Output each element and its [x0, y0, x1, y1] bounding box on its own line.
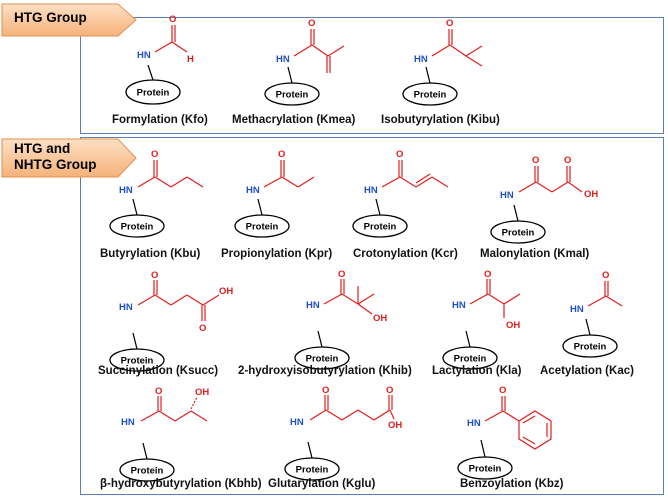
2-hydroxyisobutyrylation-structure: Protein HN O OH	[292, 269, 422, 377]
beta-hydroxybutyrylation-label: β-hydroxybutyrylation (Kbhb)	[100, 478, 262, 490]
amine-label: HN	[246, 185, 260, 196]
oxygen-label: O	[155, 386, 162, 397]
amine-label: HN	[276, 54, 290, 65]
htg-group-tag	[1, 3, 137, 37]
oxygen-label: O	[602, 270, 609, 281]
amine-label: HN	[364, 185, 378, 196]
amine-label: HN	[290, 417, 304, 428]
glutarylation-label: Glutarylation (Kglu)	[268, 478, 376, 490]
hydrogen-label: H	[187, 54, 194, 65]
oxygen-label: O	[396, 149, 403, 160]
succinylation-label: Succinylation (Ksucc)	[98, 365, 219, 377]
amine-label: HN	[414, 54, 428, 65]
oxygen-label: O	[532, 155, 539, 166]
amine-label: HN	[119, 185, 133, 196]
methacrylation-structure: Protein HN O	[262, 18, 372, 113]
glutarylation-structure: Protein HN O O OH	[282, 385, 432, 490]
htg-nhtg-group-title-line1: HTG and	[14, 141, 71, 156]
formylation-structure: Protein HN O H	[123, 8, 223, 113]
amine-label: HN	[119, 302, 133, 313]
butyrylation-label: Butyrylation (Kbu)	[100, 248, 201, 260]
oxygen-label: O	[386, 385, 393, 396]
hydroxyl-label: OH	[388, 420, 402, 431]
oxygen-label: O	[322, 385, 329, 396]
hydroxyl-label: OH	[219, 286, 233, 297]
isobutyrylation-structure: Protein HN O	[400, 18, 510, 113]
lactylation-label: Lactylation (Kla)	[432, 365, 522, 377]
protein-label: Protein	[469, 464, 502, 475]
oxygen-label: O	[499, 385, 506, 396]
htg-nhtg-group-panel	[80, 137, 664, 495]
methacrylation-label: Methacrylation (Kmea)	[232, 114, 356, 126]
benzoylation-structure: Protein HN O	[455, 385, 595, 483]
amine-label: HN	[467, 418, 481, 429]
crotonylation-label: Crotonylation (Kcr)	[353, 248, 458, 260]
oxygen-label: O	[446, 18, 453, 29]
oxygen-label: O	[199, 323, 206, 334]
formylation-label: Formylation (Kfo)	[112, 114, 208, 126]
amine-label: HN	[500, 190, 514, 201]
amine-label: HN	[570, 304, 584, 315]
protein-label: Protein	[121, 356, 154, 367]
2-hydroxyisobutyrylation-label: 2-hydroxyisobutyrylation (Khib)	[238, 365, 412, 377]
htg-nhtg-group-tag	[1, 138, 137, 178]
protein-label: Protein	[454, 354, 487, 365]
isobutyrylation-label: Isobutyrylation (Kibu)	[381, 114, 500, 126]
crotonylation-structure: Protein HN O	[350, 147, 460, 247]
benzoylation-label: Benzoylation (Kbz)	[460, 478, 564, 490]
protein-label: Protein	[246, 222, 279, 233]
protein-label: Protein	[306, 354, 339, 365]
protein-label: Protein	[414, 90, 447, 101]
oxygen-label: O	[169, 14, 176, 25]
butyrylation-structure: Protein HN O	[107, 147, 217, 247]
amine-label: HN	[121, 417, 135, 428]
amine-label: HN	[306, 300, 320, 311]
amine-label: HN	[137, 50, 151, 61]
protein-label: Protein	[131, 466, 164, 477]
protein-label: Protein	[296, 465, 329, 476]
protein-label: Protein	[502, 228, 535, 239]
hydroxyl-label: OH	[506, 320, 520, 331]
oxygen-label: O	[151, 270, 158, 281]
hydroxyl-label: OH	[195, 387, 209, 398]
succinylation-structure: Protein HN O OH O	[107, 270, 247, 378]
acetylation-structure: Protein HN O	[560, 270, 650, 371]
hydroxyl-label: OH	[584, 189, 598, 200]
protein-label: Protein	[574, 342, 607, 353]
beta-hydroxybutyrylation-structure: Protein HN O OH	[117, 386, 237, 490]
oxygen-label: O	[278, 149, 285, 160]
propionylation-label: Propionylation (Kpr)	[221, 248, 333, 260]
protein-label: Protein	[364, 222, 397, 233]
lactylation-structure: Protein HN O OH	[440, 269, 550, 377]
oxygen-label: O	[151, 149, 158, 160]
oxygen-label: O	[308, 18, 315, 29]
hydroxyl-label: OH	[373, 313, 387, 324]
protein-label: Protein	[121, 222, 154, 233]
protein-label: Protein	[276, 90, 309, 101]
oxygen-label: O	[564, 155, 571, 166]
malonylation-label: Malonylation (Kmal)	[480, 248, 590, 260]
oxygen-label: O	[338, 269, 345, 280]
htg-group-title: HTG Group	[14, 10, 87, 25]
protein-label: Protein	[137, 88, 170, 99]
htg-nhtg-group-title-line2: NHTG Group	[14, 157, 97, 172]
malonylation-structure: Protein HN O O OH	[488, 155, 618, 255]
oxygen-label: O	[484, 269, 491, 280]
htg-group-panel	[80, 17, 664, 134]
amine-label: HN	[452, 300, 466, 311]
acetylation-label: Acetylation (Kac)	[540, 365, 634, 377]
propionylation-structure: Protein HN O	[232, 147, 332, 247]
